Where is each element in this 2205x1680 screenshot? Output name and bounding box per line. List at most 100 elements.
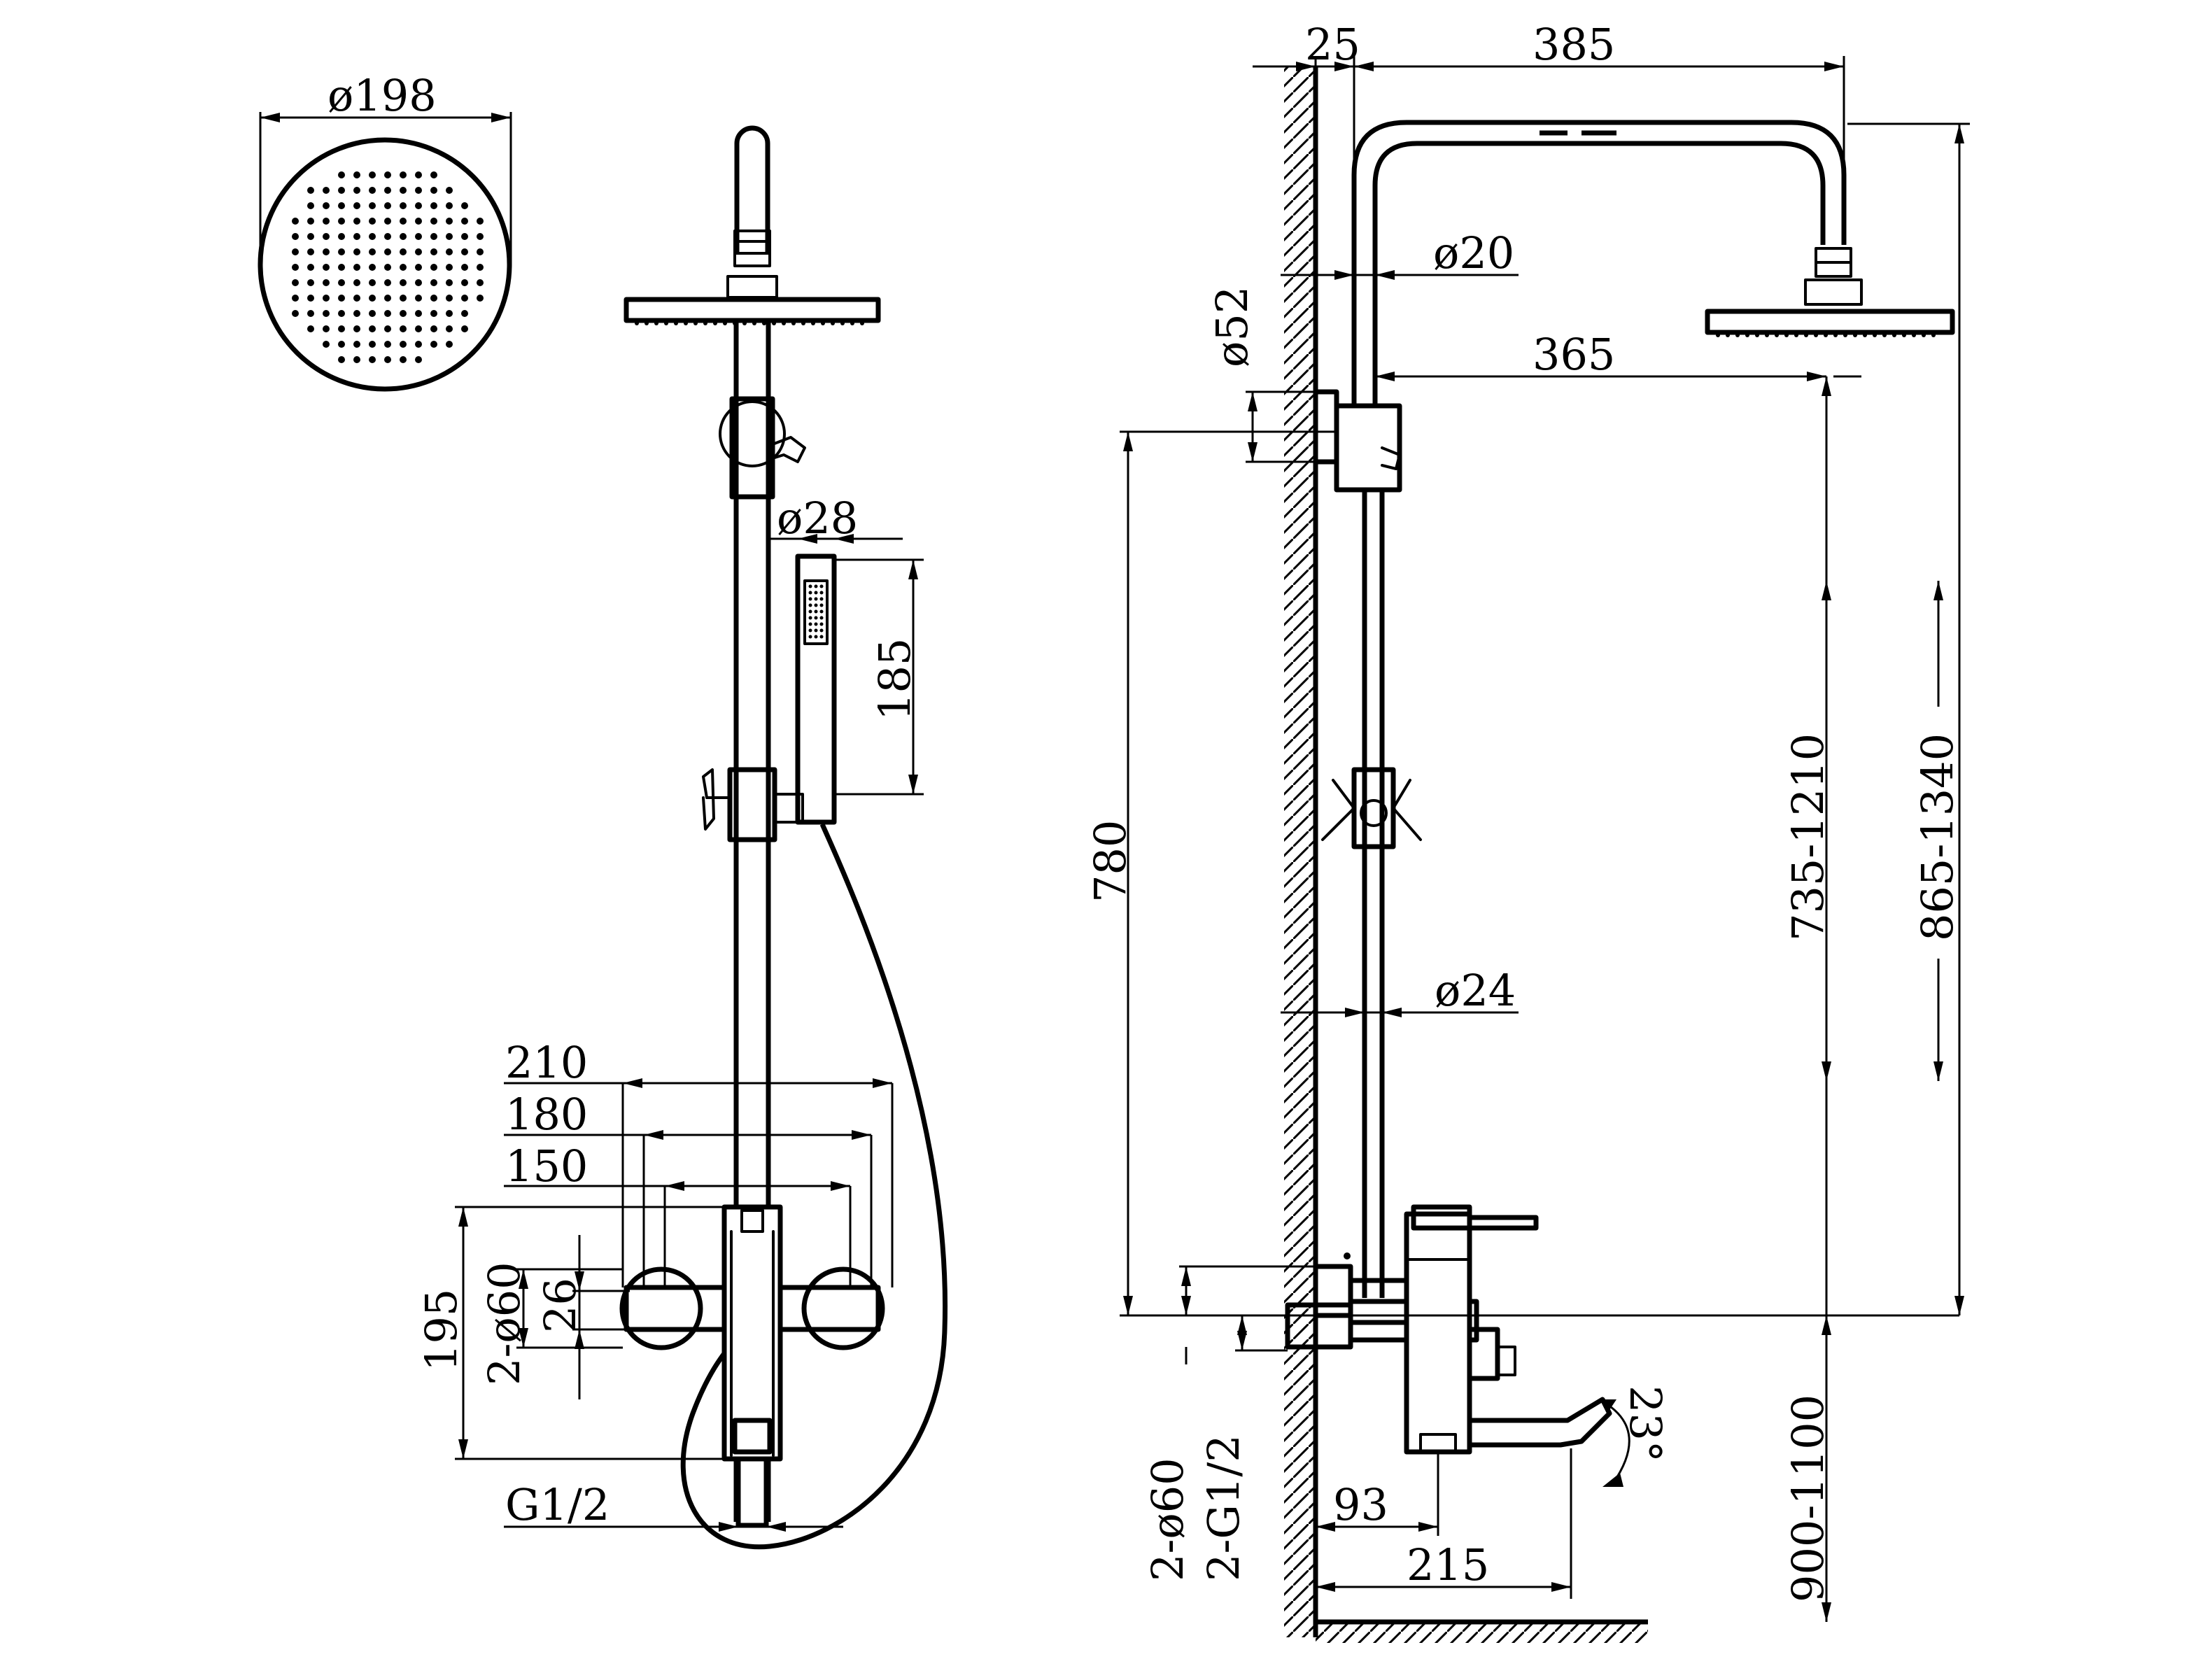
- dim-60-arrow-bottom: [519, 1328, 528, 1348]
- dim-900-arrow-bottom: [1822, 1602, 1831, 1622]
- front-nozzle-dot: [821, 321, 825, 325]
- dim-865-range-arrow-top: [1933, 581, 1943, 600]
- nozzle-dot: [338, 310, 345, 317]
- front-nozzle-dot: [752, 321, 756, 325]
- nozzle-dot: [446, 202, 453, 209]
- hand-shower-body: [795, 553, 837, 825]
- nozzle-dot: [384, 218, 391, 225]
- hand-nozzle-dot: [819, 584, 824, 588]
- hand-shower-nozzles: [808, 584, 824, 639]
- hand-nozzle-dot: [814, 591, 818, 595]
- side-diverter-knob-2: [1496, 1346, 1516, 1376]
- hand-nozzle-dot: [814, 609, 818, 614]
- riser-mark: [1344, 1252, 1351, 1259]
- side-head-connector: [1804, 278, 1863, 306]
- nozzle-dot: [338, 264, 345, 271]
- arm-nut: [733, 230, 771, 267]
- nozzle-dot: [353, 187, 360, 194]
- nozzle-dot: [353, 310, 360, 317]
- hand-nozzle-dot: [819, 603, 824, 607]
- dim-52-arrow-bottom: [1248, 442, 1258, 462]
- dim-198-arrow-right: [491, 113, 511, 122]
- dim-g12-arrow-left: [719, 1522, 738, 1532]
- nozzle-dot: [430, 171, 437, 178]
- nozzle-dot: [338, 325, 345, 332]
- front-nozzle-dot: [713, 321, 717, 325]
- nozzle-dot: [353, 264, 360, 271]
- dim-150-arrow-right: [831, 1181, 850, 1191]
- nozzle-dot: [415, 341, 422, 348]
- nozzle-dot: [415, 187, 422, 194]
- hand-nozzle-dot: [808, 635, 812, 639]
- nozzle-dot: [369, 341, 376, 348]
- mixer-outlet: [732, 1418, 773, 1455]
- nozzle-dot: [384, 233, 391, 240]
- nozzle-dot: [384, 279, 391, 286]
- front-nozzle-dot: [644, 321, 649, 325]
- hand-nozzle-dot: [819, 622, 824, 626]
- nozzle-dot: [461, 202, 468, 209]
- dim-865-range-arrow-bottom: [1933, 1061, 1943, 1081]
- nozzle-dot: [369, 279, 376, 286]
- hand-nozzle-dot: [814, 622, 818, 626]
- dim-365-arrow-left: [1375, 372, 1395, 381]
- angle-23-arrow-bottom: [1602, 1473, 1623, 1487]
- dim-210-arrow-left: [623, 1078, 642, 1088]
- hand-nozzle-dot: [814, 584, 818, 588]
- side-nozzle-dot: [1775, 333, 1779, 337]
- nozzle-dot: [461, 325, 468, 332]
- dim-780-label: 780: [1085, 820, 1136, 903]
- mixer-body: [721, 1204, 783, 1462]
- side-nozzle-dot: [1824, 333, 1828, 337]
- dim-210-label: 210: [505, 1037, 588, 1088]
- side-nozzle-dot: [1745, 333, 1749, 337]
- dim-150-label: 150: [505, 1141, 588, 1192]
- nozzle-dot: [415, 325, 422, 332]
- dim-900-arrow-top: [1822, 1315, 1831, 1335]
- side-view: 25 385 ø20 365 ø52 780 ø24: [1085, 19, 1970, 1643]
- nozzle-dot: [353, 295, 360, 302]
- front-nozzle-dot: [693, 321, 698, 325]
- nozzle-dot: [384, 356, 391, 363]
- nozzle-dot: [430, 233, 437, 240]
- hand-nozzle-dot: [814, 616, 818, 620]
- upper-bracket-sleeve: [729, 396, 775, 500]
- side-nozzle-dot: [1833, 333, 1838, 337]
- angle-23-arrow-top: [1599, 1399, 1616, 1410]
- wall-hatch: [1284, 66, 1316, 1637]
- nozzle-dot: [415, 218, 422, 225]
- hand-nozzle-dot: [808, 609, 812, 614]
- floor-hatch: [1316, 1622, 1648, 1643]
- shower-head-top-outline: [258, 137, 512, 392]
- dim-24-arrow-right: [1382, 1008, 1402, 1017]
- front-nozzle-dot: [840, 321, 845, 325]
- nozzle-dot: [461, 310, 468, 317]
- nozzle-dot: [461, 279, 468, 286]
- upper-bracket-disc: [719, 400, 786, 467]
- dim-52-arrow-top: [1248, 392, 1258, 411]
- dim-185-arrow-top: [908, 560, 918, 579]
- nozzle-dot: [323, 202, 330, 209]
- inlet-pipe: [735, 1456, 769, 1528]
- side-nozzle-dot: [1853, 333, 1857, 337]
- dim-20-arrow-right: [1375, 270, 1395, 280]
- dim-150-arrow-left: [665, 1181, 684, 1191]
- nozzle-dot: [384, 187, 391, 194]
- dim-865-arrow-top: [1954, 124, 1964, 143]
- nozzle-dot: [323, 341, 330, 348]
- dim-780-arrow-bottom: [1123, 1296, 1133, 1315]
- nozzle-dot: [338, 171, 345, 178]
- dim-210-arrow-right: [873, 1078, 892, 1088]
- nozzle-dot: [369, 295, 376, 302]
- nozzle-dot: [353, 356, 360, 363]
- hand-shower-face: [803, 579, 829, 645]
- nozzle-dot: [307, 295, 314, 302]
- mixer-flange-right: [801, 1266, 885, 1350]
- nozzle-dot: [369, 248, 376, 255]
- nozzle-dot: [338, 218, 345, 225]
- hand-nozzle-dot: [819, 616, 824, 620]
- dim-385-label: 385: [1533, 19, 1615, 70]
- nozzle-dot: [292, 310, 299, 317]
- nozzle-dot: [307, 310, 314, 317]
- hand-shower-holder: [773, 793, 804, 824]
